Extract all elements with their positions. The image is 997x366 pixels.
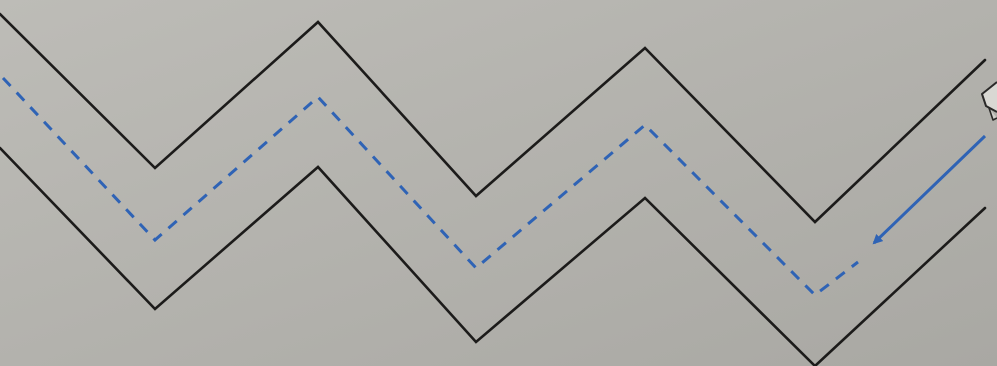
tracing-canvas: [0, 0, 997, 366]
tracing-worksheet: [0, 0, 997, 366]
paper-background: [0, 0, 997, 366]
